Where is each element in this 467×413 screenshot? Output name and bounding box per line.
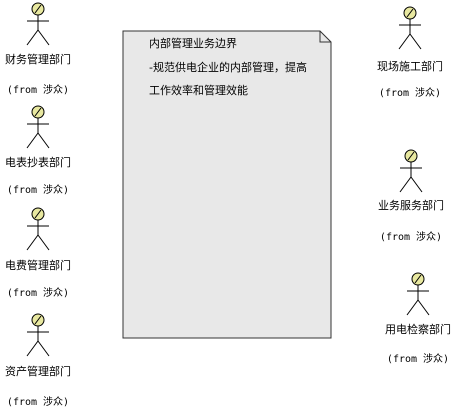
actor-icon [26, 207, 50, 251]
actor-name: 电费管理部门 [5, 258, 71, 272]
actor-meter-reading-dept[interactable]: 电表抄表部门 (from 涉众) [5, 105, 71, 196]
actor-package: (from 涉众) [387, 352, 449, 365]
actor-package: (from 涉众) [7, 183, 69, 196]
actor-icon [26, 313, 50, 357]
actor-icon [406, 272, 430, 316]
actor-service-dept[interactable]: 业务服务部门 (from 涉众) [378, 149, 444, 243]
actor-package: (from 涉众) [380, 230, 442, 243]
actor-icon [26, 2, 50, 46]
actor-name: 电表抄表部门 [5, 155, 71, 169]
actor-finance-dept[interactable]: 财务管理部门 (from 涉众) [5, 2, 71, 96]
actor-package: (from 涉众) [379, 86, 441, 99]
boundary-note[interactable]: 内部管理业务边界 -规范供电企业的内部管理，提高 工作效率和管理效能 [122, 30, 332, 339]
actor-asset-dept[interactable]: 资产管理部门 (from 涉众) [5, 313, 71, 408]
note-description-line: 工作效率和管理效能 [149, 83, 248, 97]
note-body [122, 30, 332, 339]
actor-icon [398, 6, 422, 50]
note-description-line: -规范供电企业的内部管理，提高 [149, 60, 307, 74]
actor-billing-dept[interactable]: 电费管理部门 (from 涉众) [5, 207, 71, 299]
actor-icon [26, 105, 50, 149]
actor-construction-dept[interactable]: 现场施工部门 (from 涉众) [377, 6, 443, 99]
actor-name: 现场施工部门 [377, 59, 443, 73]
actor-icon [399, 149, 423, 193]
actor-package: (from 涉众) [7, 395, 69, 408]
actor-package: (from 涉众) [7, 83, 69, 96]
note-title: 内部管理业务边界 [149, 36, 237, 50]
actor-name: 资产管理部门 [5, 364, 71, 378]
actor-name: 用电检察部门 [385, 322, 451, 336]
actor-package: (from 涉众) [7, 286, 69, 299]
actor-inspection-dept[interactable]: 用电检察部门 (from 涉众) [385, 272, 451, 365]
actor-name: 财务管理部门 [5, 52, 71, 66]
note-corner-fold [319, 31, 331, 43]
actor-name: 业务服务部门 [378, 198, 444, 212]
